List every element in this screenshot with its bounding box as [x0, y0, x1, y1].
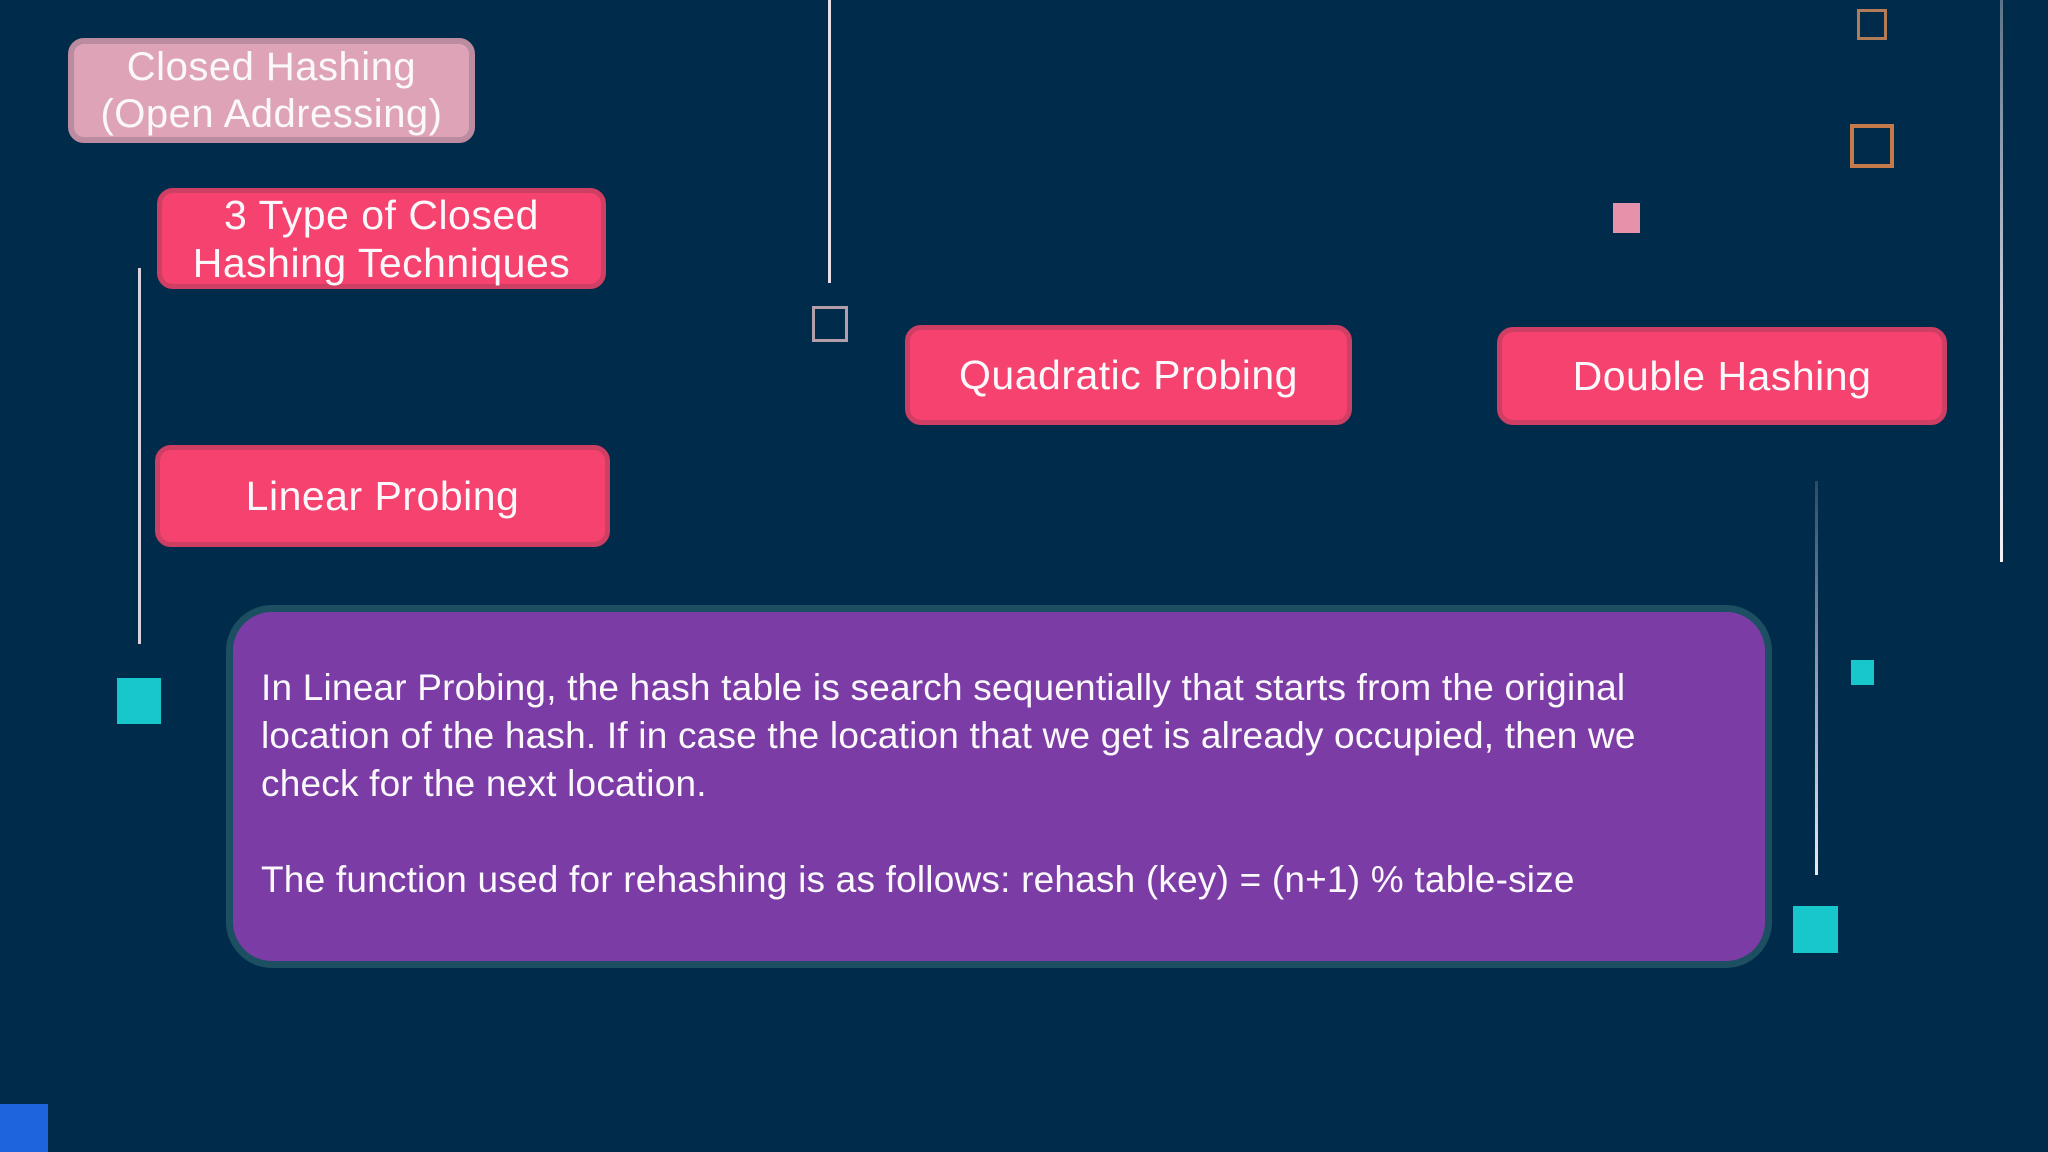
decor-pink-square [1613, 203, 1640, 233]
linear-probing-description-panel: In Linear Probing, the hash table is sea… [226, 605, 1772, 968]
node-three-types: 3 Type of Closed Hashing Techniques [157, 188, 606, 289]
description-paragraph-2: The function used for rehashing is as fo… [261, 859, 1575, 900]
decor-outline-square-top-right-large [1850, 124, 1894, 168]
connector-line-far-right [2000, 0, 2003, 562]
decor-teal-square-right-small [1851, 660, 1874, 685]
decor-blue-square-bottom-left [0, 1104, 48, 1152]
node-closed-hashing-title: Closed Hashing (Open Addressing) [68, 38, 475, 143]
node-double-hashing: Double Hashing [1497, 327, 1947, 425]
decor-teal-square-right-large [1793, 906, 1838, 953]
node-linear-probing: Linear Probing [155, 445, 610, 547]
connector-line-left [138, 268, 141, 644]
node-quadratic-probing: Quadratic Probing [905, 325, 1352, 425]
connector-line-mid-right [1815, 481, 1818, 875]
decor-outline-square-center [812, 306, 848, 342]
decor-teal-square-left [117, 678, 161, 724]
description-paragraph-1: In Linear Probing, the hash table is sea… [261, 667, 1636, 804]
connector-line-top-center [828, 0, 831, 283]
decor-outline-square-top-right-small [1857, 9, 1887, 40]
